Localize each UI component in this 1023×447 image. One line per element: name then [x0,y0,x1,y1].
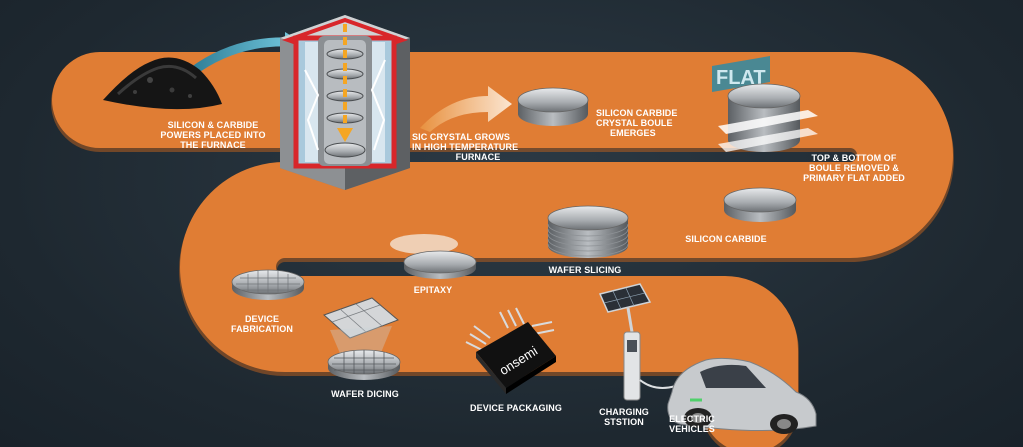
epitaxy-wafer-icon [390,234,477,279]
patterned-wafer-icon [231,269,305,300]
label-powders: SILICON & CARBIDE POWERS PLACED INTO THE… [160,120,266,150]
electric-car-icon [667,357,817,434]
diced-wafer-icon [323,297,401,380]
label-wafer-slicing: WAFER SLICING [548,265,622,275]
flat-sign-icon: FLAT [712,56,770,92]
process-band [51,52,954,447]
flat-sign-text: FLAT [716,67,766,89]
label-silicon-carbide: SILICON CARBIDE [685,234,767,244]
label-charging-station: CHARGING STSTION [599,407,649,427]
label-boule-removed: TOP & BOTTOM OF BOULE REMOVED & PRIMARY … [803,153,905,183]
label-wafer-dicing: WAFER DICING [331,389,399,399]
wafer-stack-icon [547,205,629,258]
transfer-arrow [187,37,295,77]
label-device-packaging: DEVICE PACKAGING [470,403,562,413]
label-crystal-grows: SIC CRYSTAL GROWS IN HIGH TEMPERATURE FU… [412,132,519,162]
boule-icon [517,87,589,126]
label-device-fabrication: DEVICE FABRICATION [231,314,293,334]
label-boule-emerges: SILICON CARBIDE CRYSTAL BOULE EMERGES [596,108,678,138]
wafer-disc-icon [723,187,797,222]
growth-arrow [420,86,512,132]
chip-package-icon: onsemi [465,307,556,394]
label-epitaxy: EPITAXY [413,285,453,295]
sliced-boule-icon [718,83,818,152]
solar-panel-icon [598,283,652,333]
furnace-icon [280,15,410,190]
label-electric-vehicles: ELECTRIC VEHICLES [669,414,715,434]
powder-pile-icon [103,57,222,110]
charging-station-icon [623,331,691,401]
